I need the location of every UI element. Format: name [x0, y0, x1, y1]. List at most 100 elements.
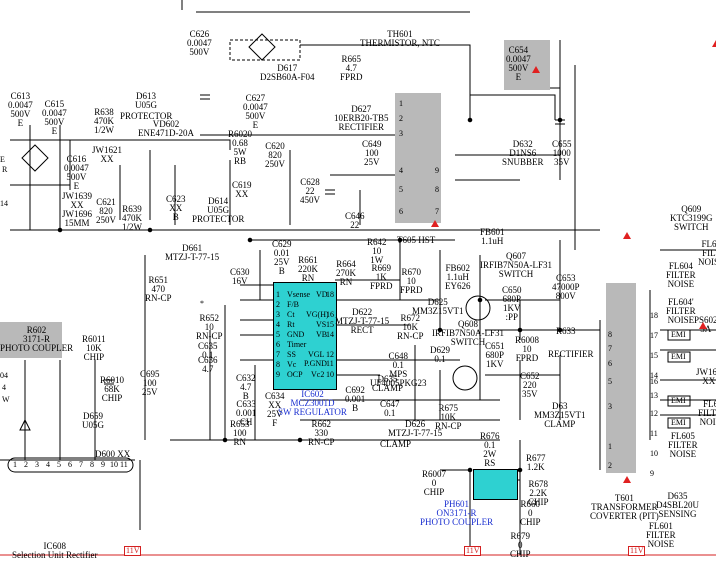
ic602-num-11: 11 [326, 359, 334, 368]
ic602-num-3: 3 [276, 310, 280, 319]
d635-label: D635 CLAMP [372, 374, 404, 393]
ic602-pin-right-14: VB [316, 330, 328, 339]
d635r-label: D635 D4SBL20U SENSING [656, 491, 700, 519]
ic602-num-9: 9 [276, 370, 280, 379]
emi-label-3: EMI [671, 396, 686, 405]
r651-label: R651 470 RN-CP [145, 275, 172, 303]
ic602-chip [273, 282, 337, 390]
r661-label: R661 220K RN [298, 255, 318, 283]
ic608-label: IC608 Selection Unit Rectifier [12, 541, 98, 560]
ic608-pin-6: 6 [68, 460, 72, 469]
ic602-num-16: 16 [326, 310, 334, 319]
net-tag-11v-right: 11V [628, 546, 646, 556]
c648-label: C648 0.1 MPS UF4005PKG23 [370, 351, 427, 388]
t605-pin-4: 4 [399, 166, 403, 175]
r664-label: R664 270K RN [336, 259, 356, 287]
ic602-num-10: 10 [326, 370, 334, 379]
ic602-pin-right-16: VG(H) [306, 310, 329, 319]
ic608-pin-2: 2 [24, 460, 28, 469]
fl605b-label: FL60 FILTER NOISE [698, 399, 716, 427]
d632-label: D632 D1NS6 SNUBBER [502, 139, 544, 167]
ic608-pin-3: 3 [35, 460, 39, 469]
c654-block [504, 40, 550, 90]
ic608-pin-4: 4 [46, 460, 50, 469]
t605-pin-8: 8 [435, 185, 439, 194]
ic602-pin-left-1: Vsense [287, 290, 311, 299]
r677-label: R677 1.2K [526, 453, 546, 472]
r669-label: R669 1K FPRD [370, 263, 393, 291]
q608-label: Q608 IRFIB7N50A-LF31 SWITCH [432, 319, 505, 347]
ic608-pin-8: 8 [90, 460, 94, 469]
clamp-mid-label: CLAMP [380, 439, 412, 449]
r670-label: R670 10 FPRD [400, 267, 423, 295]
edge-label-14: 14 [0, 199, 8, 208]
t601-pin-3: 3 [608, 402, 612, 411]
c615-label: C615 0.0047 500V E [42, 99, 67, 136]
jw1696-label: JW1696 15MM [62, 209, 92, 228]
t601-block [606, 283, 636, 473]
edge-label-w: W [2, 395, 10, 404]
t605-pin-5: 5 [399, 185, 403, 194]
fl604-label: FL604 FILTER NOISE [666, 261, 696, 289]
ic602-num-5: 5 [276, 330, 280, 339]
r6007-label: R6007 0 CHIP [422, 469, 447, 497]
t601-pin-9: 9 [650, 469, 654, 478]
edge-label-e: E [0, 155, 5, 164]
ic602-num-1: 1 [276, 290, 280, 299]
th601-label: TH601 THERMISTOR, NTC [360, 29, 440, 48]
ic602-pin-right-10: Vc2 [311, 370, 325, 379]
t601-pin-6: 6 [608, 359, 612, 368]
r6011-label: R6011 10K CHIP [82, 334, 106, 362]
emi-label-2: EMI [671, 352, 686, 361]
c651-label: C651 680P 1KV [485, 341, 505, 369]
jw1621-label: JW1621 XX [92, 145, 122, 164]
ic602-pin-left-7: SS [287, 350, 296, 359]
c649-label: C649 100 25V [362, 139, 382, 167]
t601-pin-10: 10 [650, 449, 658, 458]
r662-label: R662 330 RN-CP [308, 419, 335, 447]
t601-pin-2: 2 [608, 461, 612, 470]
c616-label: C616 0.0047 500V E [64, 154, 89, 191]
t605-pin-6: 6 [399, 207, 403, 216]
c632-label: C632 4.7 B [236, 373, 256, 401]
c653-label: C653 47000P 800V [552, 273, 580, 301]
ic602-num-6: 6 [276, 340, 280, 349]
t601-pin-1: 1 [608, 442, 612, 451]
t605-pin-3: 3 [399, 129, 403, 138]
d63-label: D63 MM3Z15VT1 CLAMP [534, 401, 586, 429]
warning-icon [699, 322, 707, 329]
emi-label-4: EMI [671, 418, 686, 427]
warning-icon [623, 476, 631, 483]
ic602-pin-right-18: VD [316, 290, 328, 299]
fb602-label: FB602 1.1uH EY626 [445, 263, 471, 291]
t601-pin-8: 8 [608, 330, 612, 339]
d617-label: D617 D2SB60A-F04 [260, 63, 315, 82]
edge-label-r: R [2, 165, 8, 174]
r639-label: R639 470K 1/2W [122, 204, 142, 232]
c620-label: C620 820 250V [265, 141, 285, 169]
d613-label: D613 U05G [135, 91, 157, 110]
fl601-label: FL601 FILTER NOISE [646, 521, 676, 549]
c621-label: C621 820 250V [96, 197, 116, 225]
c636-label: C636 4.7 [198, 355, 218, 374]
ic602-num-2: 2 [276, 300, 280, 309]
ic602-pin-left-4: Rt [287, 320, 295, 329]
ph601-label: PH601 ON3171-R PHOTO COUPLER [420, 499, 494, 527]
r678-label: R678 2.2K CHIP [528, 479, 549, 507]
warning-icon [623, 232, 631, 239]
warning-icon [712, 40, 716, 47]
r660-label: R660 0 CHIP [520, 499, 541, 527]
fl60-label: FL60 FILT NOISE [698, 239, 716, 267]
t605-pin-2: 2 [399, 114, 403, 123]
c627-label: C627 0.0047 500V E [243, 93, 268, 130]
ic602-num-12: 12 [326, 350, 334, 359]
t601-pin-17: 17 [650, 331, 658, 340]
c630-label: C630 16V [230, 267, 250, 286]
ic602-label: IC602 MCZ3001D SW REGULATOR [278, 389, 347, 417]
t601-pin-13: 13 [650, 391, 658, 400]
d614-label: D614 U05G PROTECTOR [192, 196, 245, 224]
d629-label: D629 0.1 [430, 345, 450, 364]
ic602-num-4: 4 [276, 320, 280, 329]
r602-block [0, 322, 62, 358]
